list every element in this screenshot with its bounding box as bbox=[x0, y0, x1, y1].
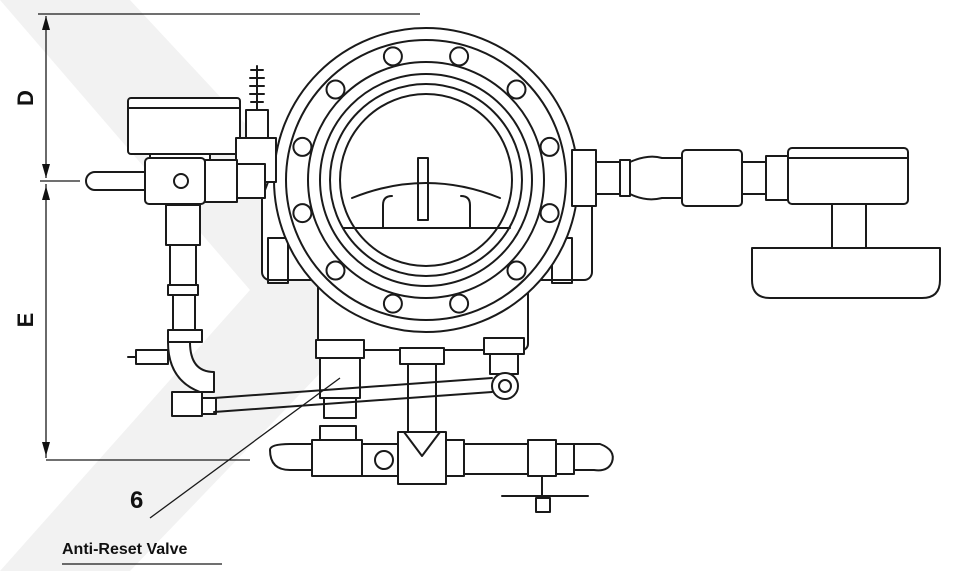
bolt-hole bbox=[382, 293, 403, 314]
bolt-hole bbox=[325, 79, 346, 100]
right-trim-line bbox=[571, 149, 791, 207]
drain-ball-valve bbox=[85, 157, 266, 205]
bolt-hole bbox=[539, 136, 560, 157]
air-pressure-gauge bbox=[751, 147, 941, 299]
dimension-d: D bbox=[13, 13, 420, 182]
right-lower-fitting bbox=[483, 337, 525, 400]
bolt-hole bbox=[506, 260, 527, 281]
bolt-hole bbox=[382, 46, 403, 67]
callout-number: 6 bbox=[130, 487, 143, 514]
bolt-hole bbox=[449, 293, 470, 314]
flange-bolt-holes bbox=[292, 46, 560, 314]
bolt-hole bbox=[449, 46, 470, 67]
callout-label: Anti-Reset Valve bbox=[62, 541, 187, 558]
left-trim-pipe bbox=[127, 204, 217, 417]
bolt-hole bbox=[292, 136, 313, 157]
center-drain-pipe bbox=[399, 347, 445, 437]
valve-body bbox=[261, 27, 593, 351]
bolt-hole bbox=[539, 203, 560, 224]
dimension-e: E bbox=[13, 184, 250, 461]
bolt-hole bbox=[292, 203, 313, 224]
trim-tube bbox=[213, 377, 493, 413]
bottom-drain-assembly bbox=[269, 425, 614, 513]
bolt-hole bbox=[506, 79, 527, 100]
anti-reset-valve bbox=[315, 339, 365, 419]
callout-6: 6 Anti-Reset Valve bbox=[62, 377, 341, 565]
dimension-d-label: D bbox=[13, 90, 38, 106]
dimension-e-label: E bbox=[13, 313, 38, 328]
bolt-hole bbox=[325, 260, 346, 281]
